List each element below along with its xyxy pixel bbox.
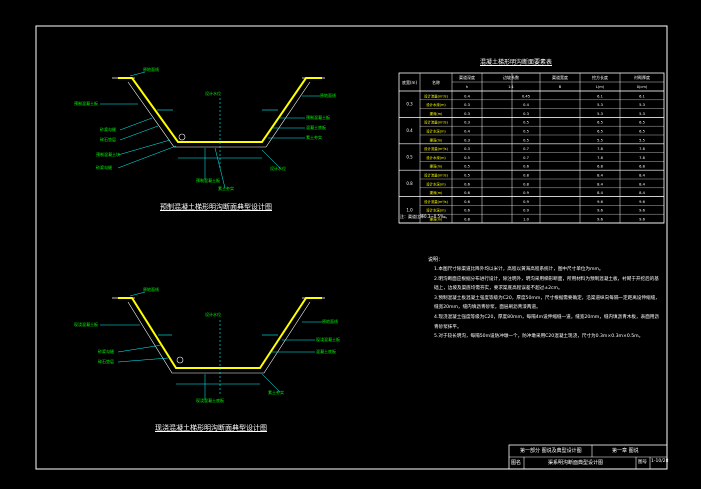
table-cell: 6.1	[597, 94, 603, 98]
title-block	[508, 444, 668, 470]
table-cell: 6.5	[597, 121, 603, 125]
table-cell: 9.6	[597, 209, 603, 213]
table-header: 名称	[432, 79, 440, 85]
table-cell: 0.7	[523, 156, 529, 160]
table-cell: 6.8	[597, 165, 603, 169]
table-cell: 0.7	[523, 147, 529, 151]
element-table: 底宽(m) 名称 渠道深度 边坡系数 渠道宽度 挖方长度 衬砌厚度 h 1:1 B L(m) δ(cm…	[398, 72, 665, 224]
table-cell: 5.5	[597, 138, 603, 142]
table-row-name: 设计水深(m)	[426, 208, 446, 213]
table-width-cell: 0.3	[406, 102, 413, 107]
table-header: 边坡系数	[503, 74, 519, 80]
table-cell: 7.8	[639, 156, 645, 160]
table-width-cell: 0.4	[406, 128, 413, 133]
bottom-section-drawing	[100, 291, 325, 400]
table-subheader: δ(cm)	[637, 85, 648, 89]
table-row-name: 渠深(m)	[430, 164, 443, 169]
table-cell: 0.9	[523, 200, 529, 204]
table-cell: 0.45	[522, 94, 530, 98]
table-cell: 0.5	[464, 156, 470, 160]
table-cell: 0.6	[464, 191, 470, 195]
table-cell: 9.6	[597, 218, 603, 222]
table-cell: 0.3	[464, 138, 470, 142]
table-row-name: 设计水深(m)	[426, 155, 446, 160]
table-width-cell: 1.0	[406, 207, 413, 212]
table-row-name: 设计流量(m³/s)	[424, 199, 448, 204]
table-cell: 8.4	[639, 174, 645, 178]
table-cell: 0.9	[523, 191, 529, 195]
table-row-name: 设计流量(m³/s)	[424, 120, 448, 125]
table-cell: 8.4	[597, 191, 603, 195]
top-section-drawing	[100, 71, 325, 189]
table-cell: 0.4	[523, 103, 529, 107]
table-cell: 6.5	[639, 130, 645, 134]
table-cell: 0.3	[523, 112, 529, 116]
table-row-name: 设计流量(m³/s)	[424, 146, 448, 151]
table-row-name: 设计水深(m)	[426, 102, 446, 107]
table-cell: 6.5	[639, 121, 645, 125]
table-cell: 5.3	[597, 112, 603, 116]
table-cell: 7.8	[639, 147, 645, 151]
table-row-name: 渠深(m)	[430, 137, 443, 142]
table-width-cell: 0.5	[406, 155, 413, 160]
table-cell: 9.6	[597, 200, 603, 204]
table-cell: 9.6	[639, 200, 645, 204]
table-row-name: 渠深(m)	[430, 190, 443, 195]
table-subheader: 1:1	[508, 85, 514, 89]
table-cell: 0.3	[464, 147, 470, 151]
table-subheader: B	[559, 85, 562, 89]
table-cell: 8.4	[597, 174, 603, 178]
table-header: 衬砌厚度	[634, 74, 650, 80]
table-cell: 5.3	[639, 112, 645, 116]
table-cell: 0.3	[464, 112, 470, 116]
table-cell: 0.8	[464, 218, 470, 222]
table-cell: 0.3	[464, 121, 470, 125]
table-cell: 8.4	[639, 191, 645, 195]
table-cell: 5.3	[639, 103, 645, 107]
table-cell: 0.4	[464, 130, 470, 134]
table-width-cell: 0.8	[406, 181, 413, 186]
table-header: 挖方长度	[592, 74, 608, 80]
table-cell: 1.0	[523, 218, 529, 222]
table-row-name: 设计水深(m)	[426, 181, 446, 186]
table-cell: 7.8	[597, 156, 603, 160]
table-cell: 5.3	[597, 103, 603, 107]
table-cell: 6.8	[639, 165, 645, 169]
table-cell: 0.3	[464, 103, 470, 107]
table-cell: 0.5	[523, 130, 529, 134]
bottom-channel-section	[118, 297, 322, 369]
table-cell: 9.6	[639, 218, 645, 222]
table-cell: 7.8	[597, 147, 603, 151]
table-cell: 0.6	[464, 182, 470, 186]
table-cell: 0.5	[464, 165, 470, 169]
table-cell: 0.5	[523, 138, 529, 142]
drawing-frame	[35, 25, 668, 470]
table-cell: 0.9	[523, 209, 529, 213]
table-subheader: h	[466, 85, 468, 89]
table-cell: 9.6	[639, 209, 645, 213]
table-cell: 0.5	[523, 121, 529, 125]
table-cell: 0.6	[464, 200, 470, 204]
table-header: 底宽(m)	[402, 79, 417, 85]
table-cell: 8.4	[639, 182, 645, 186]
table-cell: 5.5	[639, 138, 645, 142]
table-cell: 0.4	[464, 94, 470, 98]
table-cell: 0.8	[523, 182, 529, 186]
table-cell: 0.6	[523, 165, 529, 169]
table-cell: 0.6	[464, 209, 470, 213]
table-row-name: 渠深(m)	[430, 111, 443, 116]
table-cell: 0.5	[464, 174, 470, 178]
table-row-name: 设计流量(m³/s)	[424, 173, 448, 178]
table-cell: 0.8	[523, 174, 529, 178]
table-header: 渠道深度	[459, 74, 475, 80]
table-cell: 6.1	[639, 94, 645, 98]
table-cell: 8.4	[597, 182, 603, 186]
table-cell: 6.5	[597, 130, 603, 134]
table-row-name: 设计流量(m³/s)	[424, 93, 448, 98]
table-subheader: L(m)	[596, 85, 605, 89]
table-row-name: 渠深(m)	[430, 217, 443, 222]
table-row-name: 设计水深(m)	[426, 129, 446, 134]
table-header: 渠道宽度	[552, 74, 568, 80]
